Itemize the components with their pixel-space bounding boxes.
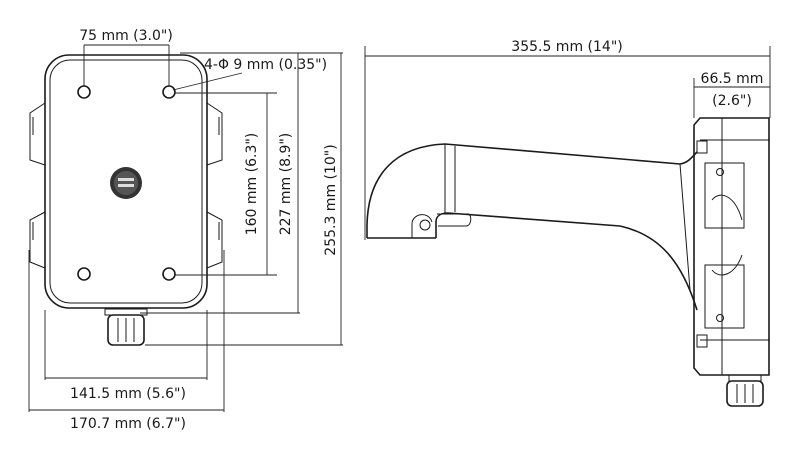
dim-line-75 bbox=[83, 44, 170, 86]
dim-label-255mm: 255.3 mm (10") bbox=[323, 144, 339, 255]
dim-label-355mm: 355.5 mm (14") bbox=[511, 39, 622, 55]
dim-line-170 bbox=[28, 250, 225, 412]
dim-label-141mm: 141.5 mm (5.6") bbox=[70, 386, 186, 402]
bracket-arm bbox=[366, 143, 698, 311]
dim-label-2-6in: (2.6") bbox=[712, 93, 752, 109]
dim-line-160 bbox=[175, 92, 277, 276]
junction-box-side bbox=[693, 117, 770, 376]
dim-line-227 bbox=[140, 52, 343, 314]
center-knob bbox=[110, 167, 142, 199]
dim-line-141 bbox=[44, 310, 208, 380]
box-body-outline bbox=[44, 54, 208, 309]
dim-label-227mm: 227 mm (8.9") bbox=[278, 133, 294, 236]
dim-label-hole-spec: 4-Φ 9 mm (0.35") bbox=[204, 57, 327, 73]
dim-label-170mm: 170.7 mm (6.7") bbox=[70, 416, 186, 432]
dim-line-355 bbox=[364, 46, 771, 240]
dim-label-75mm: 75 mm (3.0") bbox=[79, 28, 173, 44]
mounting-hole bbox=[162, 267, 176, 281]
side-view: 355.5 mm (14") 66.5 mm (2.6") bbox=[364, 39, 771, 407]
cable-gland bbox=[104, 308, 148, 346]
dim-line-66 bbox=[693, 78, 770, 118]
side-cable-gland bbox=[726, 374, 764, 407]
dim-line-255 bbox=[145, 53, 343, 346]
dim-label-66mm: 66.5 mm bbox=[701, 71, 764, 87]
box-body-inner bbox=[49, 59, 203, 304]
front-view: 75 mm (3.0") 4-Φ 9 mm (0.35") 160 mm (6.… bbox=[28, 28, 343, 432]
hole-leader-line bbox=[172, 72, 243, 91]
mounting-hole bbox=[77, 85, 91, 99]
mounting-hole bbox=[77, 267, 91, 281]
mounting-hole bbox=[162, 85, 176, 99]
dim-label-160mm: 160 mm (6.3") bbox=[244, 133, 260, 236]
mount-ears bbox=[29, 102, 223, 269]
